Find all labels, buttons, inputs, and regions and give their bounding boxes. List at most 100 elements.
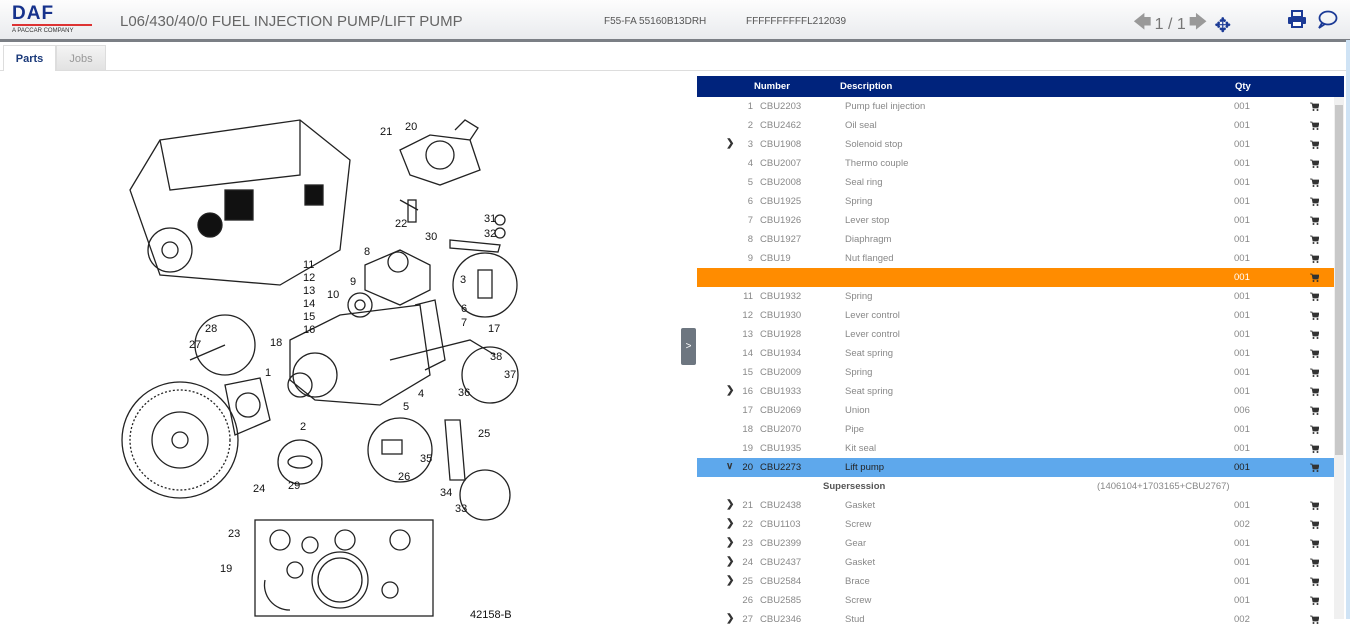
table-row[interactable]: 1 CBU2203 Pump fuel injection 001 [697, 97, 1344, 116]
column-number[interactable]: Number [754, 81, 790, 92]
callout-label[interactable]: 31 [484, 213, 496, 225]
scrollbar[interactable] [1334, 97, 1344, 619]
table-row[interactable]: 13 CBU1928 Lever control 001 [697, 325, 1344, 344]
table-row[interactable]: 4 CBU2007 Thermo couple 001 [697, 154, 1344, 173]
table-row[interactable]: 9 CBU19 Nut flanged 001 [697, 249, 1344, 268]
callout-label[interactable]: 2 [300, 421, 306, 433]
callout-label[interactable]: 14 [303, 298, 315, 310]
cart-icon[interactable] [1310, 463, 1319, 472]
column-qty[interactable]: Qty [1235, 81, 1251, 92]
callout-label[interactable]: 10 [327, 289, 339, 301]
callout-label[interactable]: 22 [395, 218, 407, 230]
callout-label[interactable]: 16 [303, 324, 315, 336]
chevron-right-icon[interactable]: ❯ [726, 518, 735, 529]
cart-icon[interactable] [1310, 596, 1319, 605]
callout-label[interactable]: 7 [461, 317, 467, 329]
cart-icon[interactable] [1310, 273, 1319, 282]
table-row[interactable]: ❯ 25 CBU2584 Brace 001 [697, 572, 1344, 591]
callout-label[interactable]: 11 [303, 259, 314, 271]
cart-icon[interactable] [1310, 501, 1319, 510]
callout-label[interactable]: 37 [504, 369, 516, 381]
table-row[interactable]: ∨ 20 CBU2273 Lift pump 001 [697, 458, 1344, 477]
callout-label[interactable]: 30 [425, 231, 437, 243]
callout-label[interactable]: 27 [189, 339, 201, 351]
cart-icon[interactable] [1310, 577, 1319, 586]
cart-icon[interactable] [1310, 254, 1319, 263]
move-icon[interactable]: ✥ [1214, 14, 1232, 37]
callout-label[interactable]: 5 [403, 401, 409, 413]
cart-icon[interactable] [1310, 140, 1319, 149]
cart-icon[interactable] [1310, 178, 1319, 187]
table-row[interactable]: ❯ 16 CBU1933 Seat spring 001 [697, 382, 1344, 401]
callout-label[interactable]: 6 [461, 303, 467, 315]
collapse-panel-button[interactable]: > [681, 328, 696, 365]
column-description[interactable]: Description [840, 81, 893, 92]
table-row[interactable]: 6 CBU1925 Spring 001 [697, 192, 1344, 211]
cart-icon[interactable] [1310, 121, 1319, 130]
arrow-left-icon[interactable]: 🡄 [1133, 12, 1152, 32]
chevron-right-icon[interactable]: ❯ [726, 575, 735, 586]
callout-label[interactable]: 23 [228, 528, 240, 540]
callout-label[interactable]: 32 [484, 228, 496, 240]
callout-label[interactable]: 34 [440, 487, 452, 499]
cart-icon[interactable] [1310, 368, 1319, 377]
cart-icon[interactable] [1310, 406, 1319, 415]
chevron-right-icon[interactable]: ❯ [726, 138, 735, 149]
cart-icon[interactable] [1310, 615, 1319, 624]
table-row[interactable]: 18 CBU2070 Pipe 001 [697, 420, 1344, 439]
table-row[interactable]: 8 CBU1927 Diaphragm 001 [697, 230, 1344, 249]
cart-icon[interactable] [1310, 539, 1319, 548]
chevron-down-icon[interactable]: ∨ [726, 461, 734, 472]
callout-label[interactable]: 8 [364, 246, 370, 258]
cart-icon[interactable] [1310, 349, 1319, 358]
cart-icon[interactable] [1310, 444, 1319, 453]
table-row[interactable]: 7 CBU1926 Lever stop 001 [697, 211, 1344, 230]
callout-label[interactable]: 13 [303, 285, 315, 297]
cart-icon[interactable] [1310, 292, 1319, 301]
chevron-right-icon[interactable]: ❯ [726, 556, 735, 567]
cart-icon[interactable] [1310, 216, 1319, 225]
table-row[interactable]: ❯ 3 CBU1908 Solenoid stop 001 [697, 135, 1344, 154]
scrollbar-thumb[interactable] [1335, 105, 1343, 455]
cart-icon[interactable] [1310, 558, 1319, 567]
table-row[interactable]: 001 [697, 268, 1344, 287]
table-row[interactable]: 14 CBU1934 Seat spring 001 [697, 344, 1344, 363]
callout-label[interactable]: 25 [478, 428, 490, 440]
callout-label[interactable]: 29 [288, 480, 300, 492]
callout-label[interactable]: 36 [458, 387, 470, 399]
callout-label[interactable]: 1 [265, 367, 271, 379]
callout-label[interactable]: 33 [455, 503, 467, 515]
chevron-right-icon[interactable]: ❯ [726, 385, 735, 396]
chevron-right-icon[interactable]: ❯ [726, 537, 735, 548]
callout-label[interactable]: 9 [350, 276, 356, 288]
callout-label[interactable]: 4 [418, 388, 424, 400]
table-row[interactable]: 2 CBU2462 Oil seal 001 [697, 116, 1344, 135]
cart-icon[interactable] [1310, 330, 1319, 339]
cart-icon[interactable] [1310, 520, 1319, 529]
tab-jobs[interactable]: Jobs [56, 45, 106, 71]
tab-parts[interactable]: Parts [3, 45, 56, 71]
cart-icon[interactable] [1310, 425, 1319, 434]
callout-label[interactable]: 28 [205, 323, 217, 335]
table-row[interactable]: 17 CBU2069 Union 006 [697, 401, 1344, 420]
callout-label[interactable]: 35 [420, 453, 432, 465]
callout-label[interactable]: 15 [303, 311, 315, 323]
callout-label[interactable]: 21 [380, 126, 392, 138]
cart-icon[interactable] [1310, 102, 1319, 111]
cart-icon[interactable] [1310, 197, 1319, 206]
table-row[interactable]: 5 CBU2008 Seal ring 001 [697, 173, 1344, 192]
print-icon[interactable] [1287, 10, 1307, 28]
table-row[interactable]: 15 CBU2009 Spring 001 [697, 363, 1344, 382]
table-row[interactable]: 19 CBU1935 Kit seal 001 [697, 439, 1344, 458]
table-row[interactable]: ❯ 22 CBU1103 Screw 002 [697, 515, 1344, 534]
table-row[interactable]: 11 CBU1932 Spring 001 [697, 287, 1344, 306]
cart-icon[interactable] [1310, 387, 1319, 396]
callout-label[interactable]: 24 [253, 483, 265, 495]
callout-label[interactable]: 18 [270, 337, 282, 349]
table-row[interactable]: 12 CBU1930 Lever control 001 [697, 306, 1344, 325]
arrow-right-icon[interactable]: 🡆 [1188, 12, 1208, 32]
callout-label[interactable]: 19 [220, 563, 232, 575]
table-row[interactable]: ❯ 27 CBU2346 Stud 002 [697, 610, 1344, 629]
callout-label[interactable]: 26 [398, 471, 410, 483]
